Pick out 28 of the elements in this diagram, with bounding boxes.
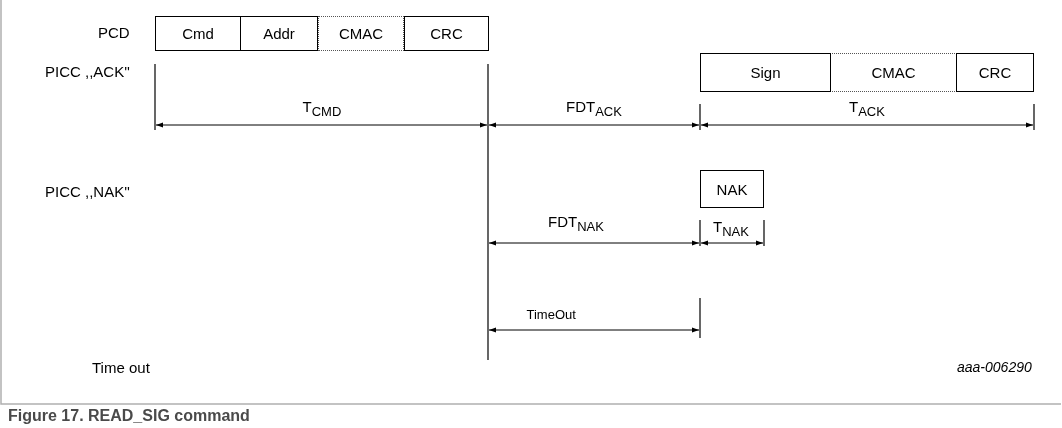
duration-label: FDT$_{NAK}$ bbox=[548, 213, 604, 231]
field-label: Addr bbox=[263, 25, 295, 42]
frame-field bbox=[700, 170, 764, 208]
signal-name: PCD bbox=[98, 24, 130, 42]
signal-name: PICC ,,ACK'' bbox=[45, 63, 130, 81]
field-label: Cmd bbox=[182, 25, 214, 42]
field-label: CMAC bbox=[338, 25, 384, 42]
field-label: NAK bbox=[716, 180, 748, 198]
frame-field bbox=[318, 16, 404, 51]
frame-field bbox=[830, 53, 957, 92]
duration-label: T$_{ACK}$ bbox=[849, 98, 885, 116]
signal-name: Time out bbox=[92, 359, 150, 377]
frame-field bbox=[956, 53, 1034, 92]
duration-label: T$_{NAK}$ bbox=[713, 218, 749, 236]
field-label: Sign bbox=[750, 64, 781, 81]
duration-label: T$_{CMD}$ bbox=[302, 98, 342, 116]
field-label: CRC bbox=[430, 25, 463, 42]
field-label: CMAC bbox=[871, 64, 916, 81]
duration-label: TimeOut bbox=[526, 306, 576, 324]
field-label: CRC bbox=[978, 64, 1012, 81]
frame-field bbox=[404, 16, 489, 51]
frame-field bbox=[240, 16, 318, 51]
signal-name: PICC ,,NAK'' bbox=[45, 183, 130, 201]
figure-caption: Figure 17. READ_SIG command bbox=[8, 407, 250, 425]
frame-field bbox=[700, 53, 831, 92]
duration-label: FDT$_{ACK}$ bbox=[566, 98, 622, 116]
figure-id: aaa-006290 bbox=[957, 358, 1032, 376]
frame-field bbox=[155, 16, 241, 51]
